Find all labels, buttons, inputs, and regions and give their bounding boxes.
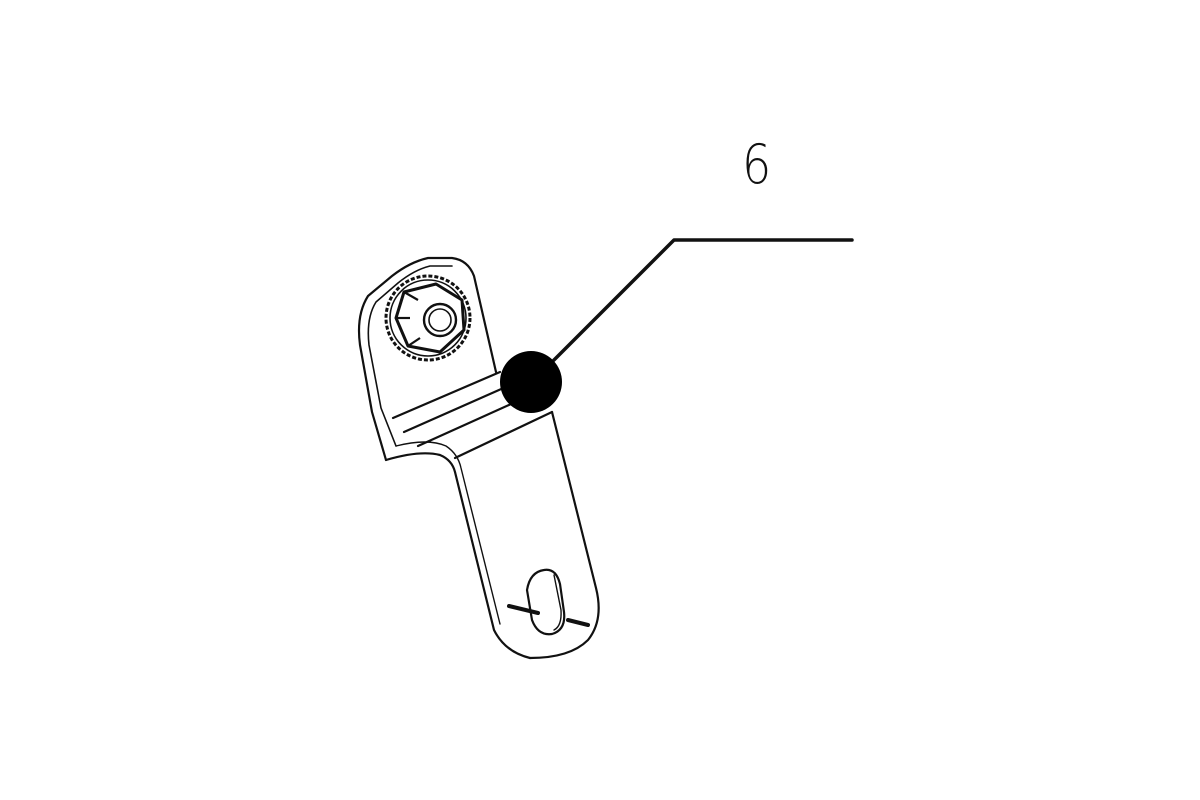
bracket-arm-right-edge xyxy=(528,410,600,660)
callout-leader-line xyxy=(530,238,854,384)
bracket-upper-plate-outline xyxy=(357,256,498,462)
washer xyxy=(384,274,472,362)
slot-hole xyxy=(525,568,566,636)
bend-line-1 xyxy=(391,370,502,420)
nut-bore xyxy=(422,302,458,338)
bend-line-3 xyxy=(416,398,522,448)
bend-line-4 xyxy=(453,410,554,460)
bracket-arm-left-edge xyxy=(384,452,532,660)
bend-line-2 xyxy=(402,384,510,434)
bracket-arm-left-inner xyxy=(395,441,501,625)
slot-hole-inner xyxy=(553,574,562,631)
callout-marker-dot xyxy=(500,351,562,413)
callout-number-label: 6 xyxy=(742,133,772,196)
slot-axis-left-tick xyxy=(507,604,540,615)
bracket-upper-plate-inner-edge xyxy=(367,265,453,447)
slot-axis-right-tick xyxy=(566,618,590,627)
hex-nut-assembly xyxy=(384,274,472,362)
